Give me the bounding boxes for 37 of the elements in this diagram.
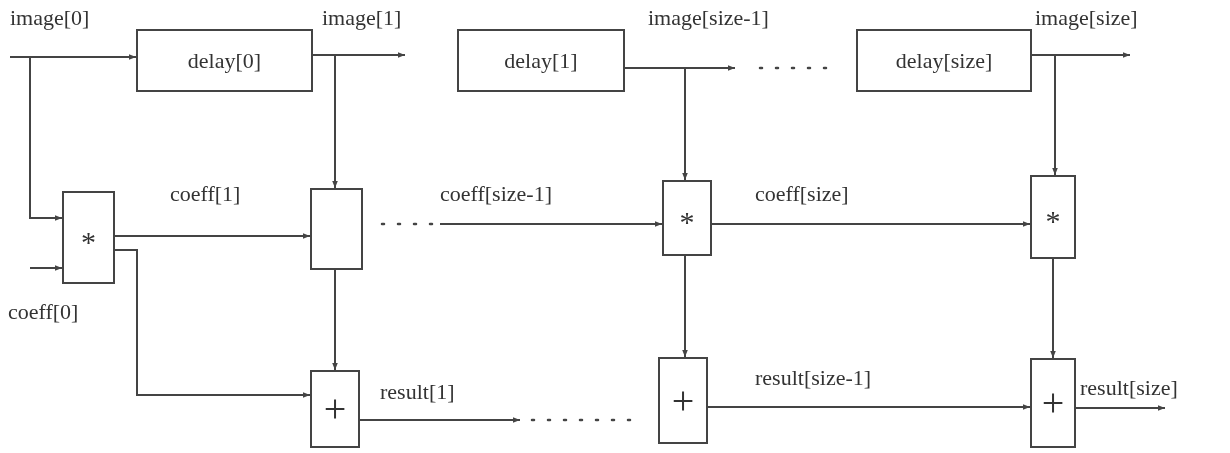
process-box: *: [62, 191, 115, 284]
arrow: [359, 417, 521, 423]
edge-label: coeff[1]: [170, 180, 241, 208]
arrow: [624, 65, 736, 181]
process-box: delay[size]: [856, 29, 1032, 92]
process-box: *: [1030, 175, 1076, 259]
arrow: [312, 52, 406, 189]
edge-label: coeff[size-1]: [440, 180, 552, 208]
process-box: +: [1030, 358, 1076, 448]
process-box: delay[1]: [457, 29, 625, 92]
arrow: [29, 265, 63, 271]
edge-label: image[0]: [10, 4, 90, 32]
edge-label: coeff[size]: [755, 180, 849, 208]
arrow: [114, 249, 311, 398]
empty-box: [310, 188, 363, 270]
arrow: [682, 255, 688, 358]
edge-label: result[size]: [1080, 374, 1178, 402]
arrow: [332, 269, 338, 371]
edge-label: image[size-1]: [648, 4, 769, 32]
arrow: [707, 404, 1031, 410]
process-box: delay[0]: [136, 29, 313, 92]
process-box: +: [310, 370, 360, 448]
edge-label: image[1]: [322, 4, 402, 32]
arrow: [1075, 405, 1166, 411]
arrow: [29, 56, 63, 221]
arrow: [439, 221, 663, 227]
process-box: +: [658, 357, 708, 444]
arrow: [711, 221, 1031, 227]
arrow: [1050, 258, 1056, 359]
edge-label: coeff[0]: [8, 298, 79, 326]
arrow: [9, 54, 137, 60]
edge-label: image[size]: [1035, 4, 1138, 32]
arrow: [1031, 52, 1131, 176]
arrow: [114, 233, 311, 239]
edge-label: result[1]: [380, 378, 455, 406]
process-box: *: [662, 180, 712, 256]
edge-label: result[size-1]: [755, 364, 872, 392]
